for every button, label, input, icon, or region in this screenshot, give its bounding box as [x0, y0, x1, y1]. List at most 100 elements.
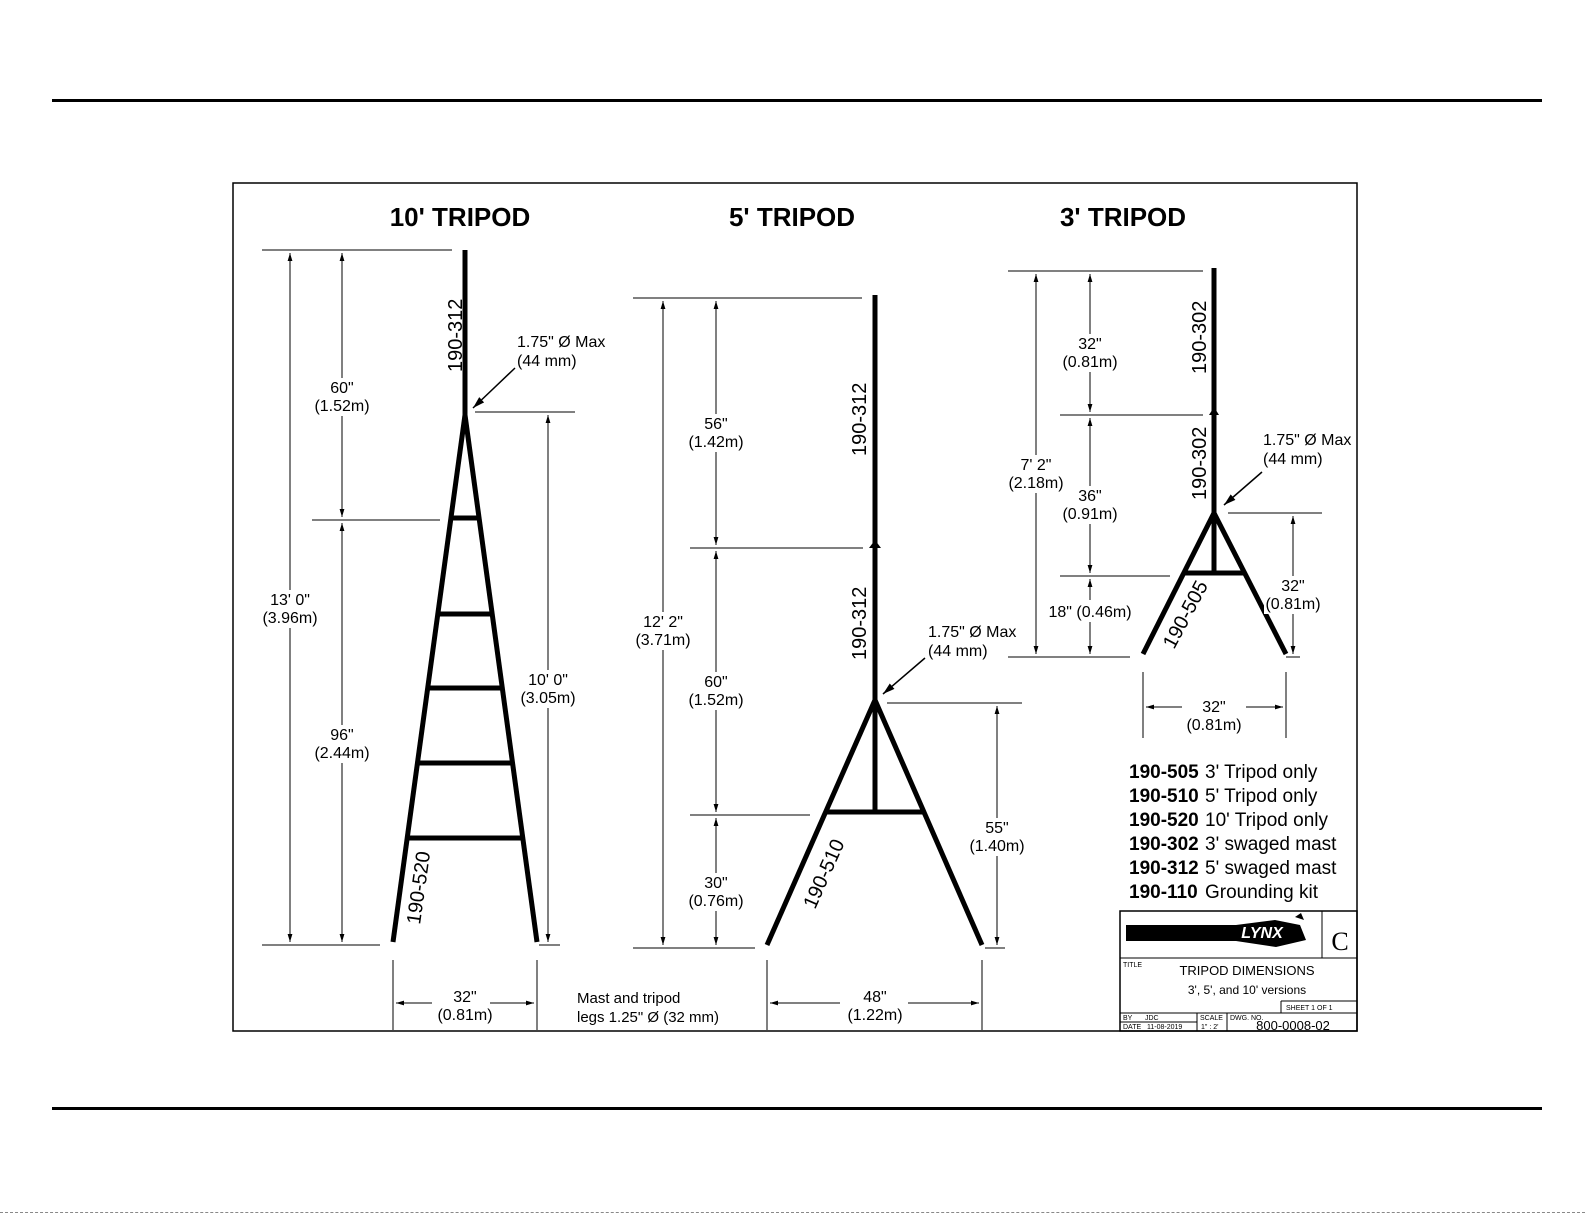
dim-upper-5ft-in: 56" [704, 416, 727, 433]
dim-lower-5ft-m: (0.76m) [688, 893, 743, 910]
tripod-5ft [764, 295, 985, 947]
dim-overall-5ft-m: (3.71m) [635, 632, 690, 649]
dim-lower-10ft-m: (2.44m) [314, 745, 369, 762]
dim-upper-3ft-m: (0.81m) [1062, 354, 1117, 371]
dim-tripod-height-10ft-ft: 10' 0" [528, 672, 568, 689]
tripod-3ft [1140, 268, 1289, 656]
leg-right-10ft [462, 414, 540, 943]
dim-middle-3ft-in: 36" [1078, 488, 1101, 505]
scale-label: SCALE [1200, 1015, 1223, 1022]
dim-upper-5ft-m: (1.42m) [688, 434, 743, 451]
scale-value: 1" : 2' [1201, 1024, 1218, 1031]
dim-upper-10ft-in: 60" [330, 380, 353, 397]
dim-lower-3ft: 18" (0.46m) [1048, 604, 1131, 621]
maxdia-5ft-line2: (44 mm) [928, 643, 988, 660]
dims-3ft [1008, 270, 1322, 738]
dim-tripod-height-5ft-m: (1.40m) [969, 838, 1024, 855]
dim-base-5ft-m: (1.22m) [847, 1007, 902, 1024]
lynx-logo: LYNX [1126, 913, 1306, 947]
legend-code-3: 190-520 [1129, 810, 1199, 831]
bottom-rule [52, 1107, 1542, 1110]
dim-overall-3ft-m: (2.18m) [1008, 475, 1063, 492]
dim-tripod-height-10ft-m: (3.05m) [520, 690, 575, 707]
date-value: 11-08-2019 [1147, 1024, 1182, 1031]
dwg-no-label: DWG. NO. [1230, 1015, 1263, 1022]
legend-desc-5: 5' swaged mast [1205, 858, 1337, 879]
dim-base-3ft-in: 32" [1202, 699, 1225, 716]
dim-base-5ft-in: 48" [863, 989, 886, 1006]
dim-middle-5ft-in: 60" [704, 674, 727, 691]
dim-upper-10ft-m: (1.52m) [314, 398, 369, 415]
logo-text: LYNX [1241, 925, 1284, 942]
note-line1: Mast and tripod [577, 990, 680, 1007]
legend-code-1: 190-505 [1129, 762, 1199, 783]
leader-maxdia-10ft [472, 367, 516, 409]
title-5ft-tripod: 5' TRIPOD [729, 202, 855, 232]
part-label-leg-10ft: 190-520 [403, 850, 435, 926]
top-rule [52, 99, 1542, 102]
title-3ft-tripod: 3' TRIPOD [1060, 202, 1186, 232]
title-10ft-tripod: 10' TRIPOD [390, 202, 531, 232]
labels-3ft: 190-302 190-302 190-505 1.75" Ø Max (44 … [1008, 301, 1351, 734]
dim-tripod-height-3ft-m: (0.81m) [1265, 596, 1320, 613]
tripod-10ft [390, 250, 540, 943]
dim-tripod-height-3ft-in: 32" [1281, 578, 1304, 595]
maxdia-10ft-line2: (44 mm) [517, 353, 577, 370]
part-label-leg-3ft: 190-505 [1159, 577, 1213, 652]
part-label-mast-lower-5ft: 190-312 [849, 587, 871, 660]
dim-tripod-height-5ft-in: 55" [985, 820, 1008, 837]
part-label-leg-5ft: 190-510 [799, 836, 849, 912]
dim-middle-3ft-m: (0.91m) [1062, 506, 1117, 523]
title-label: TITLE [1123, 962, 1142, 969]
legend-desc-3: 10' Tripod only [1205, 810, 1328, 831]
dim-middle-5ft-m: (1.52m) [688, 692, 743, 709]
dim-overall-10ft-ft: 13' 0" [270, 592, 310, 609]
leg-right-5ft [872, 698, 985, 947]
part-label-mast-upper-5ft: 190-312 [849, 383, 871, 456]
sheet-number: SHEET 1 OF 1 [1286, 1005, 1333, 1012]
maxdia-10ft-line1: 1.75" Ø Max [517, 334, 605, 351]
drawing-title-line1: TRIPOD DIMENSIONS [1179, 963, 1314, 978]
maxdia-5ft-line1: 1.75" Ø Max [928, 624, 1016, 641]
labels-5ft: 190-312 190-312 190-510 1.75" Ø Max (44 … [633, 383, 1028, 1024]
leg-left-5ft [764, 698, 878, 947]
leg-right-3ft [1211, 511, 1289, 656]
legend-code-4: 190-302 [1129, 834, 1199, 855]
dim-lower-5ft-in: 30" [704, 875, 727, 892]
labels-10ft: 190-312 190-520 1.75" Ø Max (44 mm) 13' … [262, 299, 605, 1024]
leader-maxdia-5ft [882, 657, 926, 695]
legend-desc-4: 3' swaged mast [1205, 834, 1337, 855]
dim-upper-3ft-in: 32" [1078, 336, 1101, 353]
date-label: DATE [1123, 1024, 1141, 1031]
maxdia-3ft-line2: (44 mm) [1263, 451, 1323, 468]
part-label-mast-upper-3ft: 190-302 [1189, 301, 1211, 374]
dims-5ft [633, 297, 1022, 1030]
legend-code-5: 190-312 [1129, 858, 1199, 879]
leg-left-3ft [1140, 511, 1217, 656]
leg-left-10ft [390, 414, 468, 943]
dim-lower-10ft-in: 96" [330, 727, 353, 744]
legend-desc-1: 3' Tripod only [1205, 762, 1318, 783]
dim-base-10ft-in: 32" [453, 989, 476, 1006]
note-line2: legs 1.25" Ø (32 mm) [577, 1009, 719, 1026]
swage-joint-3ft [1209, 407, 1219, 415]
maxdia-3ft-line1: 1.75" Ø Max [1263, 432, 1351, 449]
leader-maxdia-3ft [1223, 471, 1263, 506]
dim-overall-5ft-ft: 12' 2" [643, 614, 683, 631]
dim-overall-3ft-ft: 7' 2" [1021, 457, 1052, 474]
dim-base-3ft-m: (0.81m) [1186, 717, 1241, 734]
drawing-title-line2: 3', 5', and 10' versions [1188, 983, 1306, 997]
part-label-mast-lower-3ft: 190-302 [1189, 427, 1211, 500]
by-value: JDC [1145, 1015, 1159, 1022]
swage-joint-5ft [869, 540, 881, 548]
drawing-border [232, 182, 1358, 1032]
revision-letter: C [1331, 927, 1348, 956]
legend-code-6: 190-110 [1129, 882, 1198, 903]
legend-desc-2: 5' Tripod only [1205, 786, 1318, 807]
title-block: LYNX C TITLE TRIPOD DIMENSIONS 3', 5', a… [1119, 910, 1358, 1033]
page-bottom-dashed-line [0, 1212, 1585, 1213]
parts-legend: 190-505 3' Tripod only 190-510 5' Tripod… [1129, 762, 1337, 903]
part-label-mast-10ft: 190-312 [445, 299, 467, 372]
legend-code-2: 190-510 [1129, 786, 1199, 807]
